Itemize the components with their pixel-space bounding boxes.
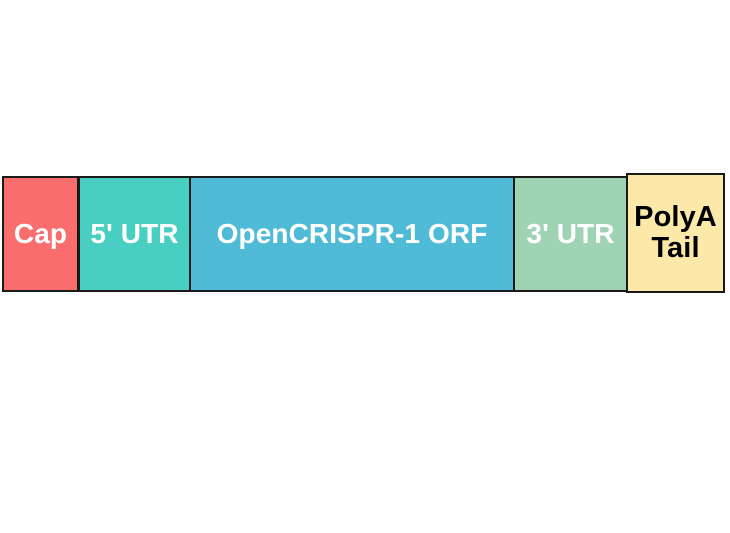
- segment-orf[interactable]: OpenCRISPR-1 ORF: [189, 176, 515, 292]
- segment-5-utr[interactable]: 5' UTR: [78, 176, 191, 292]
- segment-polya-tail[interactable]: PolyA Tail: [626, 173, 725, 293]
- segment-cap[interactable]: Cap: [2, 176, 79, 292]
- segment-cap-label: Cap: [13, 217, 68, 249]
- segment-3-utr-label: 3' UTR: [526, 217, 615, 249]
- segment-polya-tail-label: PolyA Tail: [634, 200, 717, 264]
- segment-5-utr-label: 5' UTR: [90, 217, 179, 249]
- segment-3-utr[interactable]: 3' UTR: [513, 176, 628, 292]
- segment-orf-label: OpenCRISPR-1 ORF: [216, 217, 488, 249]
- mrna-construct-map: Cap 5' UTR OpenCRISPR-1 ORF 3' UTR PolyA…: [2, 173, 725, 293]
